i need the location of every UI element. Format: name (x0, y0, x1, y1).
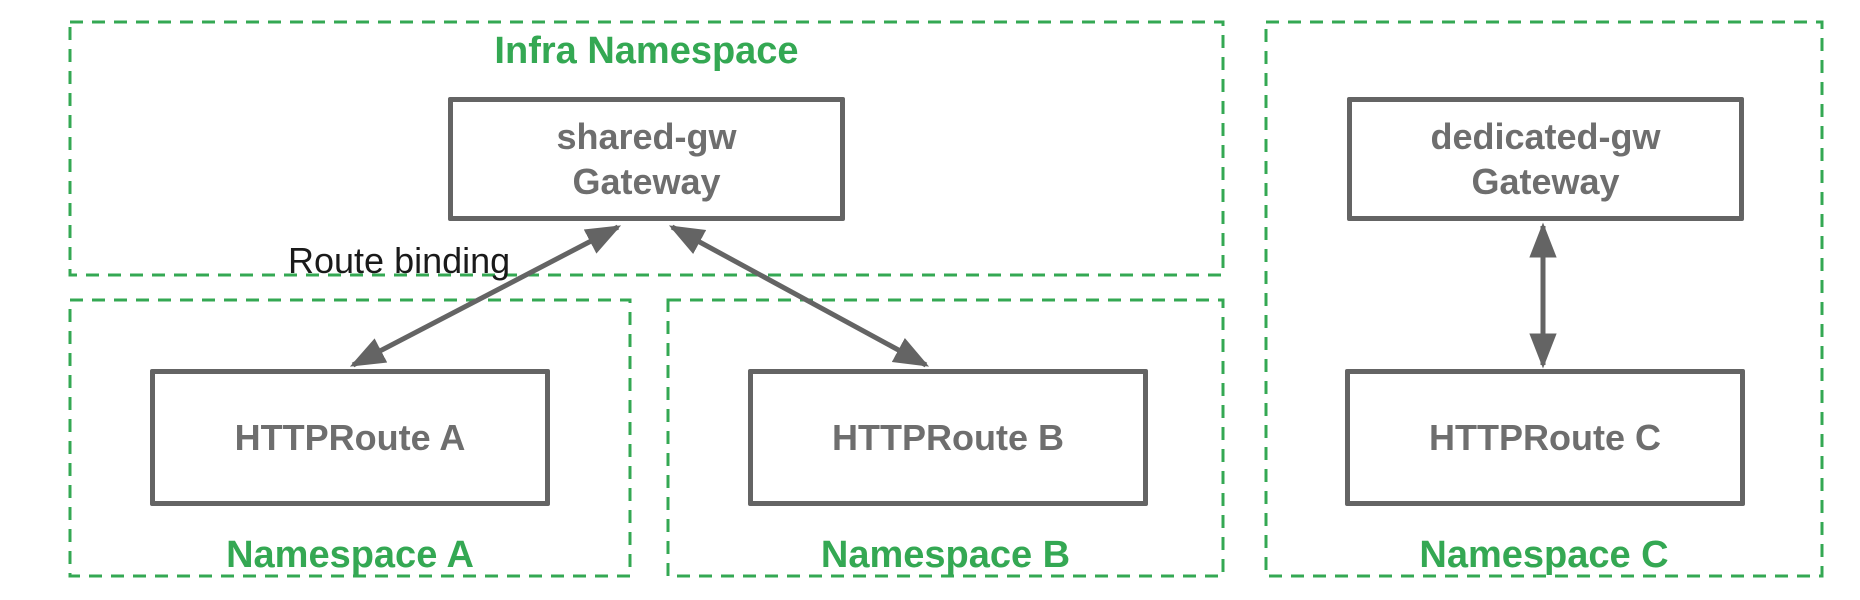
httproute-c-label: HTTPRoute C (1429, 417, 1661, 458)
httproute-a-node: HTTPRoute A (150, 369, 550, 506)
route-a-binding-arrow (349, 224, 622, 368)
route-binding-label: Route binding (288, 240, 511, 281)
infra-namespace-label: Infra Namespace (494, 30, 799, 72)
namespace-b-label: Namespace B (820, 534, 1071, 576)
httproute-b-label: HTTPRoute B (832, 417, 1064, 458)
shared-gw-name: shared-gw (556, 116, 737, 157)
namespace-c-label: Namespace C (1419, 534, 1669, 576)
dedicated-gw-name: dedicated-gw (1430, 116, 1661, 157)
namespace-a-label: Namespace A (226, 534, 474, 576)
namespace-c-border (1264, 20, 1824, 578)
shared-gw-gateway-node: shared-gw Gateway (448, 97, 845, 221)
dedicated-gw-gateway-node: dedicated-gw Gateway (1347, 97, 1744, 221)
infra-namespace-border (68, 20, 1225, 277)
route-b-binding-arrow (668, 224, 930, 368)
namespace-b-border (666, 298, 1225, 578)
httproute-b-node: HTTPRoute B (748, 369, 1148, 506)
dedicated-gw-kind: Gateway (1471, 161, 1620, 202)
httproute-a-label: HTTPRoute A (234, 417, 466, 458)
shared-gw-kind: Gateway (572, 161, 721, 202)
httproute-c-node: HTTPRoute C (1345, 369, 1745, 506)
